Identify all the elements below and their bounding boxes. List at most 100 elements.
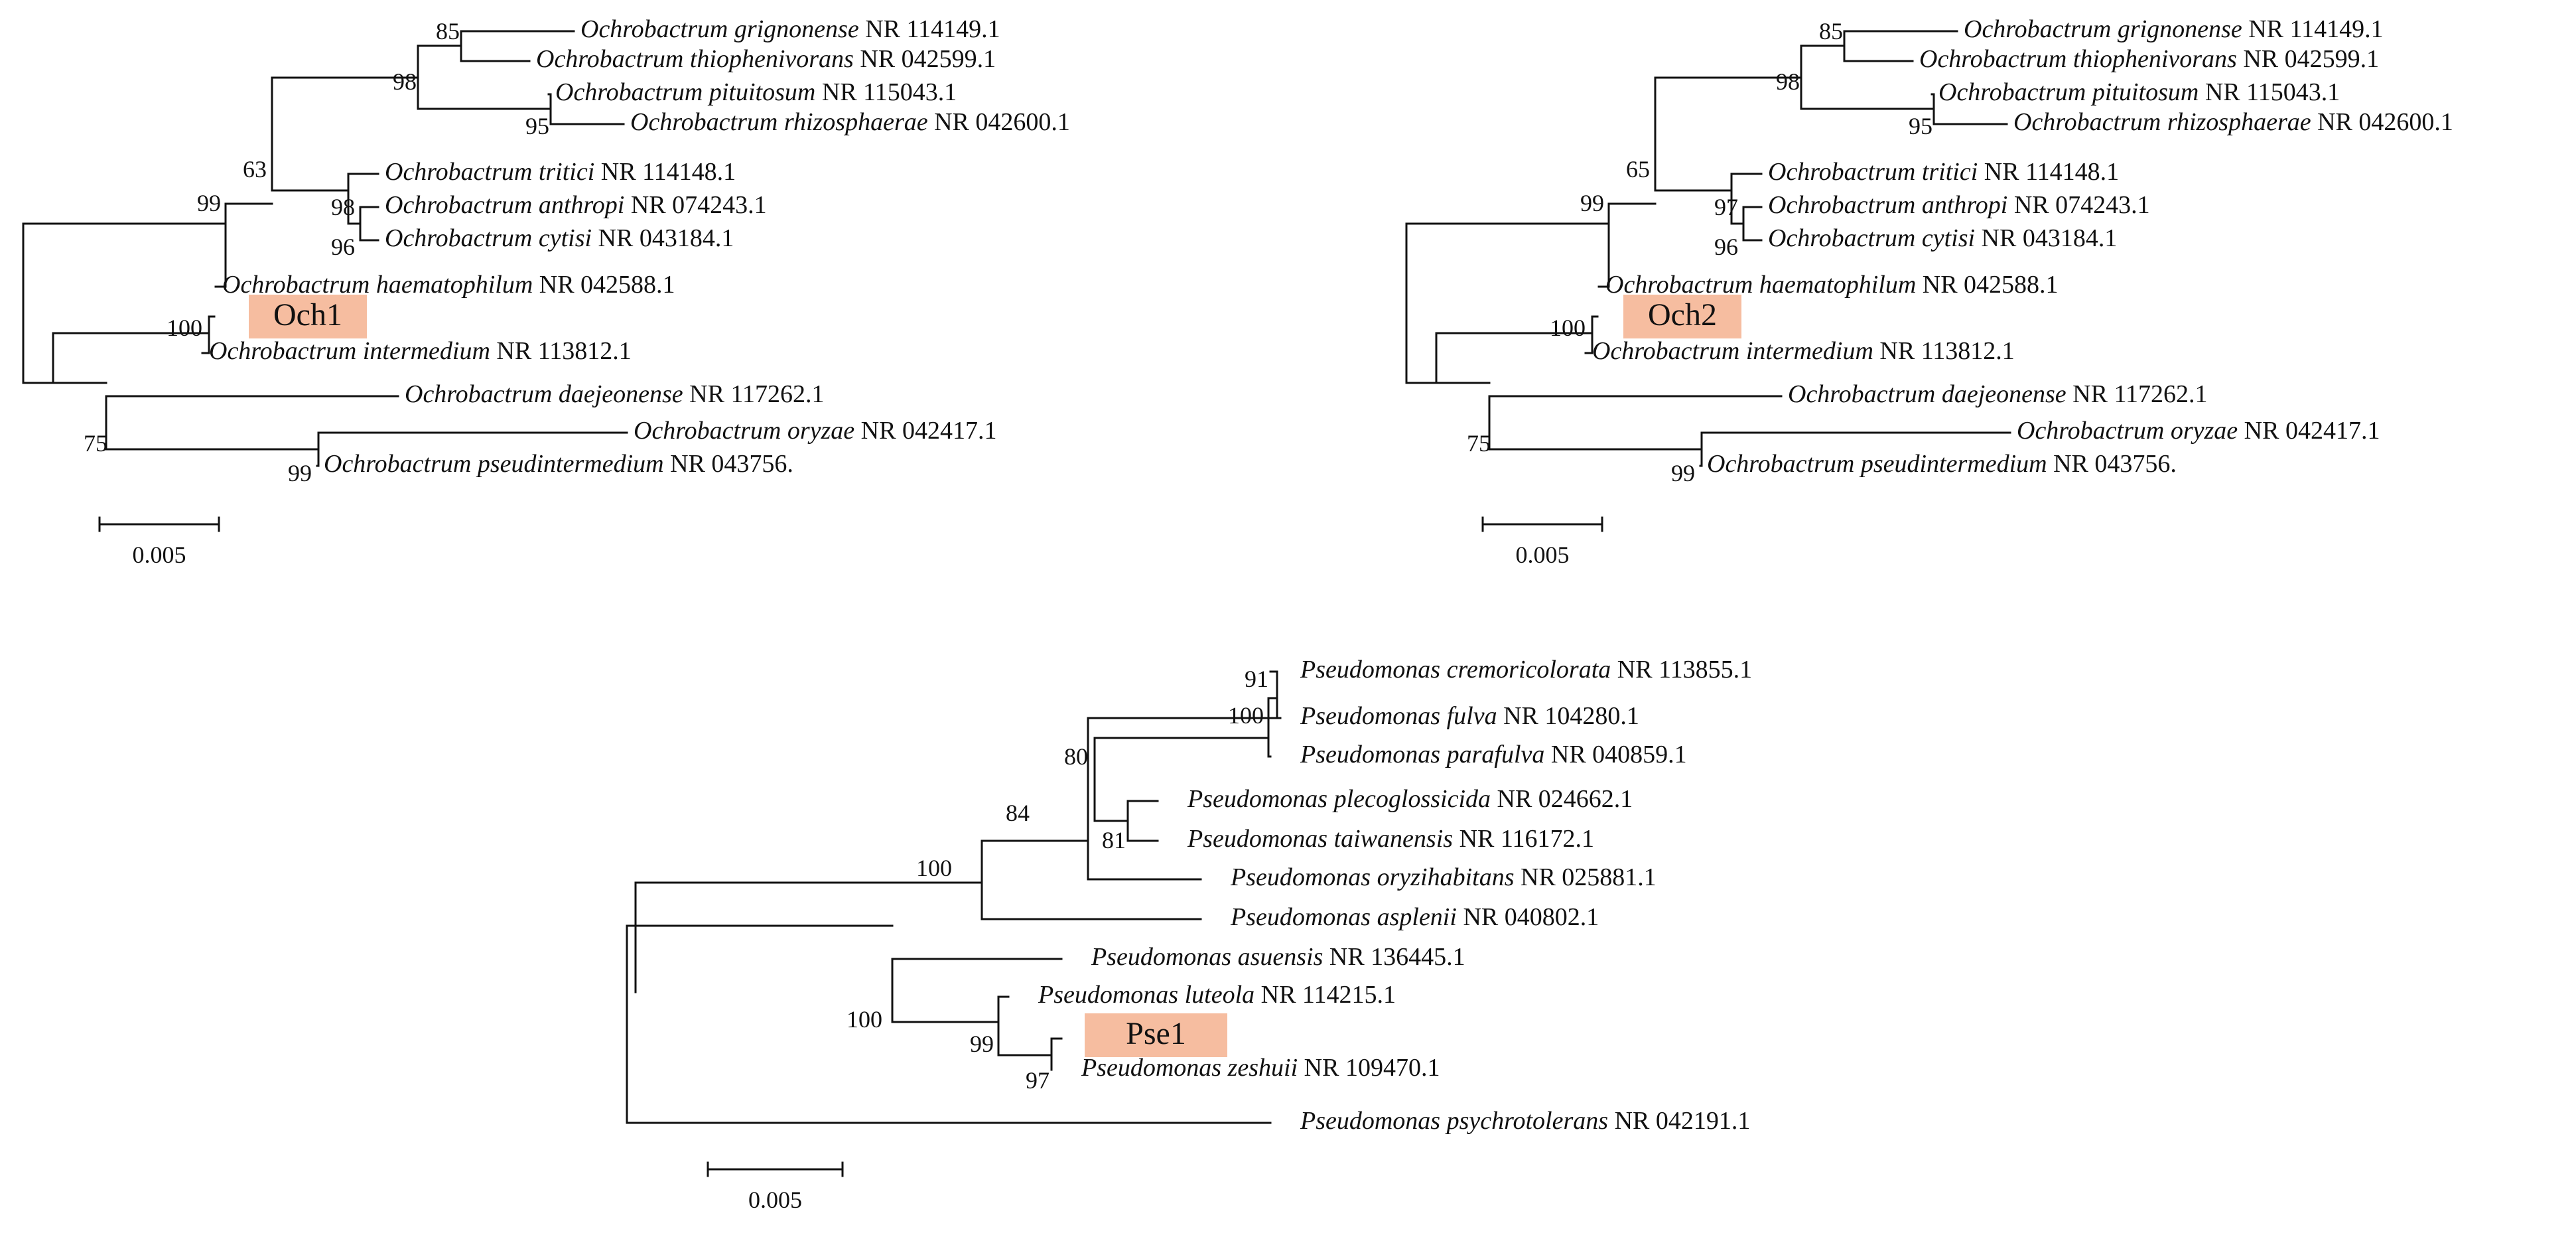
accession-number: NR 109470.1 bbox=[1298, 1054, 1440, 1082]
taxon-label: Ochrobactrum haematophilum NR 042588.1 bbox=[222, 271, 675, 299]
accession-number: NR 042417.1 bbox=[2238, 417, 2380, 445]
taxon-label: Pseudomonas plecoglossicida NR 024662.1 bbox=[1187, 785, 1633, 813]
bootstrap-value: 84 bbox=[1006, 800, 1030, 826]
branch bbox=[1488, 395, 1783, 451]
isolate-label: Och2 bbox=[1648, 297, 1717, 332]
taxon-label: Ochrobactrum daejeonense NR 117262.1 bbox=[1788, 380, 2208, 408]
accession-number: NR 040859.1 bbox=[1544, 741, 1686, 768]
bootstrap-value: 97 bbox=[1714, 194, 1738, 220]
species-name: Pseudomonas oryzihabitans bbox=[1230, 863, 1515, 891]
accession-number: NR 104280.1 bbox=[1497, 702, 1639, 730]
branch bbox=[22, 222, 227, 384]
taxon-label: Pseudomonas asuensis NR 136445.1 bbox=[1091, 943, 1465, 971]
accession-number: NR 116172.1 bbox=[1453, 825, 1594, 853]
accession-number: NR 117262.1 bbox=[2067, 380, 2208, 408]
species-name: Ochrobactrum rhizosphaerae bbox=[2013, 108, 2311, 136]
branch bbox=[1093, 737, 1270, 822]
taxon-label: Pseudomonas zeshuii NR 109470.1 bbox=[1081, 1054, 1440, 1082]
accession-number: NR 114148.1 bbox=[594, 158, 736, 186]
branch bbox=[1050, 1037, 1063, 1071]
bootstrap-value: 91 bbox=[1245, 666, 1268, 692]
branch bbox=[1800, 44, 1935, 110]
bootstrap-value: 98 bbox=[331, 194, 355, 220]
accession-number: NR 115043.1 bbox=[815, 78, 957, 106]
branch bbox=[1931, 93, 2008, 125]
bootstrap-value: 85 bbox=[436, 18, 460, 44]
taxon-label: Ochrobactrum anthropi NR 074243.1 bbox=[385, 191, 767, 219]
isolate-highlight-box bbox=[249, 295, 367, 338]
taxon-label: Ochrobactrum tritici NR 114148.1 bbox=[1768, 158, 2119, 186]
species-name: Pseudomonas asplenii bbox=[1230, 903, 1457, 931]
species-name: Ochrobactrum oryzae bbox=[634, 417, 854, 445]
species-name: Ochrobactrum cytisi bbox=[385, 224, 592, 252]
scale-bar-label: 0.005 bbox=[748, 1187, 802, 1213]
bootstrap-value: 100 bbox=[847, 1006, 882, 1033]
accession-number: NR 113812.1 bbox=[1873, 337, 2015, 365]
accession-number: NR 074243.1 bbox=[624, 191, 766, 219]
bootstrap-value: 99 bbox=[288, 460, 312, 486]
taxon-label: Ochrobactrum pseudintermedium NR 043756. bbox=[324, 450, 793, 478]
species-name: Ochrobactrum pseudintermedium bbox=[324, 450, 664, 478]
bootstrap-value: 100 bbox=[916, 855, 952, 881]
species-name: Ochrobactrum thiophenivorans bbox=[1919, 45, 2237, 73]
taxon-label: Pseudomonas luteola NR 114215.1 bbox=[1038, 981, 1396, 1009]
species-name: Ochrobactrum cytisi bbox=[1768, 224, 1975, 252]
root-branch bbox=[626, 924, 1272, 1124]
accession-number: NR 042417.1 bbox=[854, 417, 996, 445]
species-name: Ochrobactrum pituitosum bbox=[555, 78, 815, 106]
species-name: Pseudomonas asuensis bbox=[1091, 943, 1323, 971]
branch bbox=[105, 395, 399, 451]
scale-bar bbox=[707, 1161, 844, 1177]
accession-number: NR 043756. bbox=[664, 450, 793, 478]
species-name: Ochrobactrum daejeonense bbox=[405, 380, 683, 408]
branch bbox=[1267, 697, 1278, 758]
branch bbox=[271, 76, 419, 192]
species-name: Pseudomonas psychrotolerans bbox=[1300, 1107, 1608, 1135]
species-name: Pseudomonas plecoglossicida bbox=[1187, 785, 1491, 813]
species-name: Ochrobactrum daejeonense bbox=[1788, 380, 2067, 408]
bootstrap-value: 100 bbox=[1550, 315, 1586, 341]
tree-pse1: Pseudomonas cremoricolorata NR 113855.1P… bbox=[626, 656, 1752, 1213]
taxon-label: Ochrobactrum rhizosphaerae NR 042600.1 bbox=[2013, 108, 2453, 136]
bootstrap-value: 65 bbox=[1626, 156, 1650, 182]
branch bbox=[359, 206, 379, 242]
accession-number: NR 043184.1 bbox=[1975, 224, 2117, 252]
branch bbox=[891, 958, 1063, 1023]
taxon-label: Pseudomonas psychrotolerans NR 042191.1 bbox=[1300, 1107, 1750, 1135]
accession-number: NR 113855.1 bbox=[1611, 656, 1752, 684]
accession-number: NR 042599.1 bbox=[2237, 45, 2379, 73]
branch bbox=[1597, 202, 1610, 288]
branch bbox=[52, 332, 210, 384]
taxon-label: Ochrobactrum haematophilum NR 042588.1 bbox=[1605, 271, 2059, 299]
accession-number: NR 042588.1 bbox=[533, 271, 675, 299]
species-name: Ochrobactrum grignonense bbox=[1964, 15, 2242, 43]
bootstrap-value: 95 bbox=[525, 113, 549, 139]
species-name: Pseudomonas luteola bbox=[1038, 981, 1254, 1009]
tree-och2: Ochrobactrum grignonense NR 114149.1Ochr… bbox=[1405, 15, 2453, 568]
bootstrap-value: 75 bbox=[84, 430, 107, 457]
accession-number: NR 114215.1 bbox=[1254, 981, 1396, 1009]
branch bbox=[347, 173, 379, 225]
taxon-label: Ochrobactrum intermedium NR 113812.1 bbox=[209, 337, 632, 365]
accession-number: NR 042600.1 bbox=[928, 108, 1070, 136]
branch bbox=[1584, 315, 1599, 354]
taxon-label: Ochrobactrum rhizosphaerae NR 042600.1 bbox=[630, 108, 1070, 136]
scale-bar bbox=[1481, 516, 1603, 532]
accession-number: NR 114149.1 bbox=[859, 15, 1000, 43]
species-name: Ochrobactrum intermedium bbox=[209, 337, 490, 365]
scale-bar-label: 0.005 bbox=[133, 542, 186, 568]
branch bbox=[460, 30, 575, 62]
branch bbox=[634, 881, 983, 993]
accession-number: NR 042191.1 bbox=[1608, 1107, 1750, 1135]
bootstrap-value: 85 bbox=[1819, 18, 1843, 44]
branch bbox=[201, 315, 216, 354]
species-name: Pseudomonas taiwanensis bbox=[1187, 825, 1453, 853]
tree-och1: Ochrobactrum grignonense NR 114149.1Ochr… bbox=[22, 15, 1070, 568]
scale-bar-label: 0.005 bbox=[1516, 542, 1570, 568]
species-name: Ochrobactrum intermedium bbox=[1592, 337, 1873, 365]
accession-number: NR 025881.1 bbox=[1515, 863, 1657, 891]
branch bbox=[981, 839, 1202, 920]
branch bbox=[1126, 800, 1159, 842]
accession-number: NR 042588.1 bbox=[1916, 271, 2058, 299]
